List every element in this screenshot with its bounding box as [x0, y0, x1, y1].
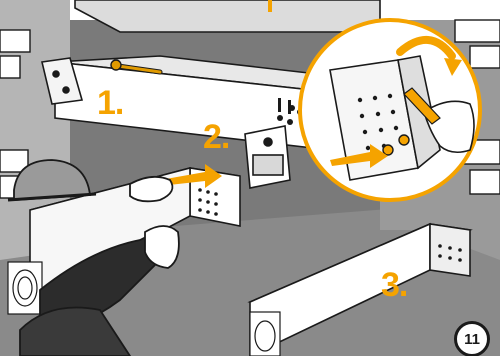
ceiling-beam	[75, 0, 380, 32]
step-3-label: 3.	[381, 268, 407, 302]
step-1-label: 1.	[97, 86, 123, 120]
step-2-label: 2.	[203, 120, 229, 154]
beam-end-grain	[8, 262, 42, 314]
ground-beam-end-grain	[250, 312, 280, 356]
ground-beam-side	[430, 224, 470, 276]
center-connector	[245, 126, 290, 188]
page-number-badge: 11	[454, 321, 490, 356]
